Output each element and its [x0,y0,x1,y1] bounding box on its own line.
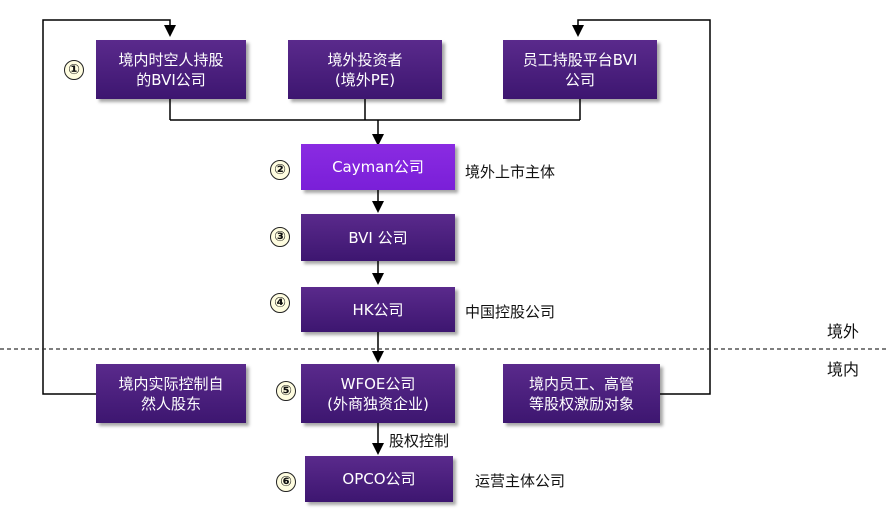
equity-control-label: 股权控制 [389,432,450,450]
box-line: HK公司 [352,300,404,319]
box-line: 境内时空人持股 [118,50,224,69]
step-number-6: ⑥ [276,472,296,492]
domestic-staff-box: 境内员工、高管 等股权激励对象 [503,364,660,423]
esop-bvi-box: 员工持股平台BVI 公司 [503,40,657,99]
box-line: (境外PE) [334,70,396,89]
box-line: 公司 [564,70,595,89]
step-number-2: ② [270,160,290,180]
box-line: 境外投资者 [327,50,403,69]
step-number-1: ① [64,60,84,80]
hk-box: HK公司 [301,287,455,332]
box-line: 的BVI公司 [136,70,206,89]
box-line: OPCO公司 [342,470,416,488]
box-line: (外商独资企业) [327,394,429,413]
offshore-label: 境外 [827,322,860,341]
opco-box: OPCO公司 [305,456,453,502]
opco-side-label: 运营主体公司 [475,472,566,490]
onshore-label: 境内 [827,360,860,379]
step-number-3: ③ [270,227,290,247]
step-number-4: ④ [270,293,290,313]
cayman-box: Cayman公司 [301,144,455,190]
box-line: BVI 公司 [348,228,408,247]
box-line: 境内实际控制自 [118,374,224,393]
domestic-controller-box: 境内实际控制自 然人股东 [96,364,246,423]
box-line: WFOE公司 [340,374,416,393]
cayman-side-label: 境外上市主体 [465,163,556,181]
foreign-pe-box: 境外投资者 (境外PE) [288,40,442,99]
box-line: 员工持股平台BVI [522,50,638,69]
wfoe-box: WFOE公司 (外商独资企业) [301,364,455,423]
box-line: 境内员工、高管 [528,374,634,393]
bvi-box: BVI 公司 [301,214,455,261]
box-line: 等股权激励对象 [528,394,634,413]
step-number-5: ⑤ [276,381,296,401]
box-line: 然人股东 [140,394,201,413]
feedback-lines [42,19,711,395]
hk-side-label: 中国控股公司 [465,303,556,321]
box-line: Cayman公司 [332,158,424,176]
domestic-bvi-box: 境内时空人持股 的BVI公司 [96,40,246,99]
top-merge-lines [169,99,581,146]
